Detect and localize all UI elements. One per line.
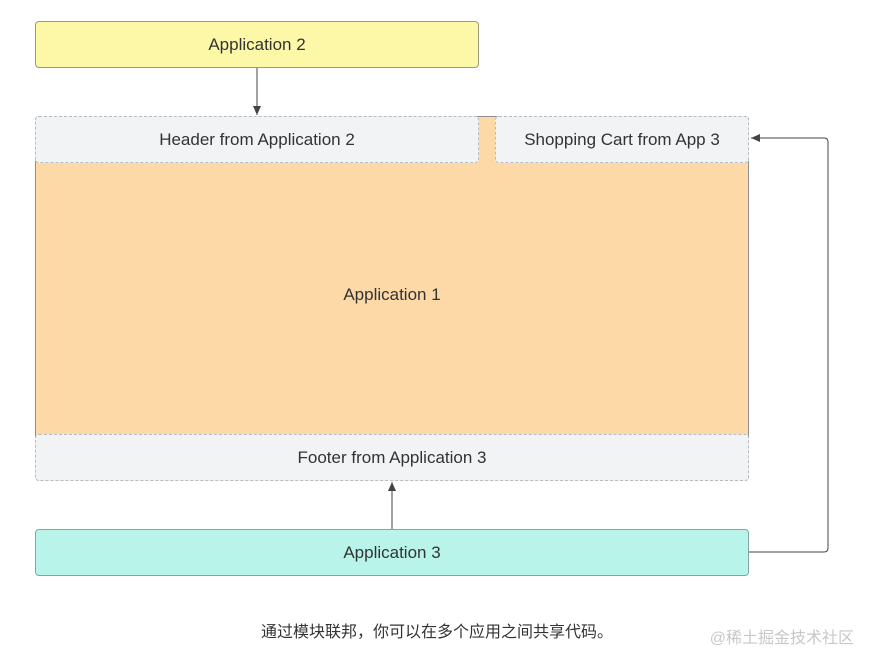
arrow-app3-to-cart xyxy=(749,134,829,553)
header-module-label: Header from Application 2 xyxy=(159,129,355,149)
shopping-cart-module-box: Shopping Cart from App 3 xyxy=(495,116,749,163)
application-1-label: Application 1 xyxy=(343,285,441,304)
footer-module-label: Footer from Application 3 xyxy=(297,447,487,467)
application-1-container xyxy=(35,116,749,481)
application-2-label: Application 2 xyxy=(208,34,306,54)
application-3-box: Application 3 xyxy=(35,529,749,576)
header-module-box: Header from Application 2 xyxy=(35,116,479,163)
footer-module-box: Footer from Application 3 xyxy=(35,434,749,481)
figure-caption: 通过模块联邦，你可以在多个应用之间共享代码。 xyxy=(260,624,613,641)
application-2-box: Application 2 xyxy=(35,21,479,68)
application-3-label: Application 3 xyxy=(343,542,441,562)
shopping-cart-module-label: Shopping Cart from App 3 xyxy=(524,129,720,149)
watermark: @稀土掘金技术社区 xyxy=(709,630,854,647)
